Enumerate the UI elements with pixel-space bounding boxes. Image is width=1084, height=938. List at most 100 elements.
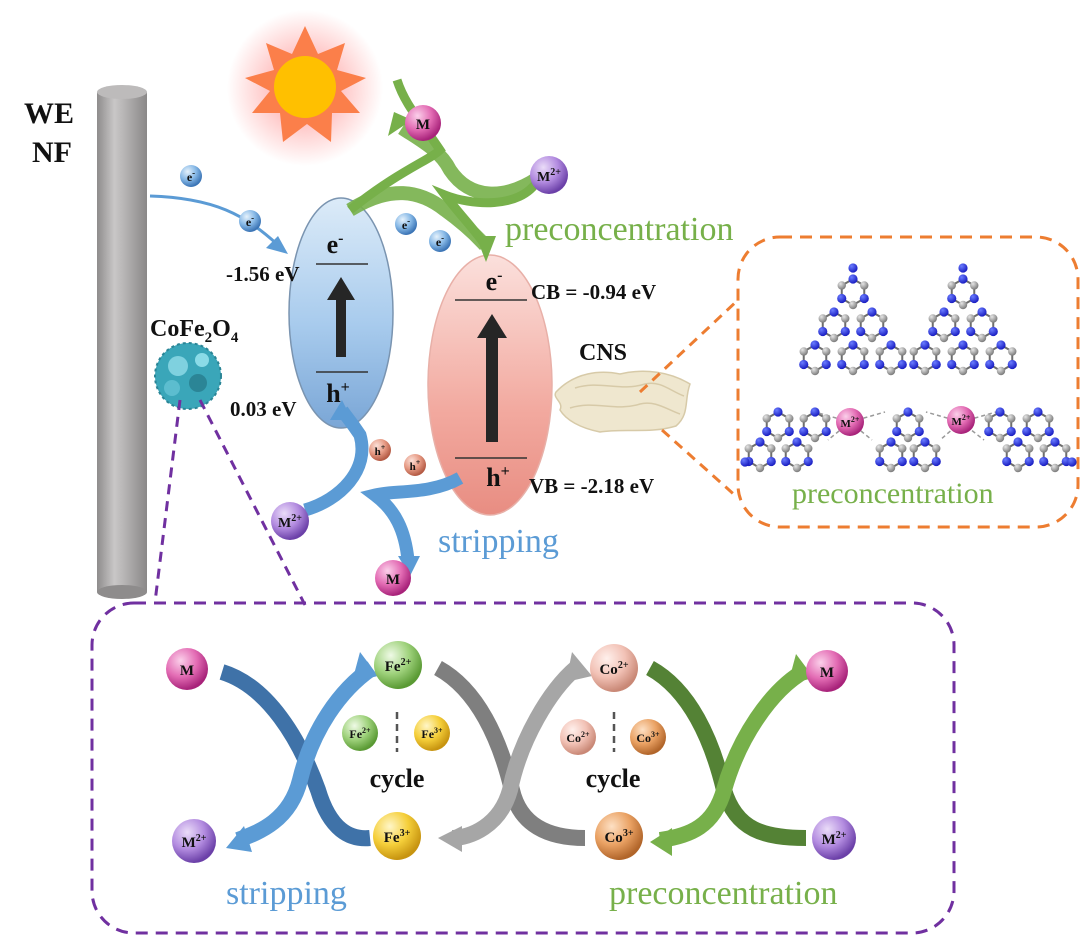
molecule-carbon-atom xyxy=(932,347,941,356)
cns-zoom-line-1 xyxy=(638,298,740,394)
sun-icon xyxy=(227,10,383,166)
molecule-carbon-atom xyxy=(875,444,884,453)
co3-ball: Co3+ xyxy=(595,812,643,860)
svg-text:Co3+: Co3+ xyxy=(604,828,633,846)
molecule-nitrogen-atom xyxy=(920,340,930,350)
molecule-carbon-atom xyxy=(841,314,850,323)
molecule-carbon-atom xyxy=(799,414,808,423)
gcn-molecule xyxy=(740,263,1077,473)
molecule-amine-atom xyxy=(1067,457,1077,467)
molecule-carbon-atom xyxy=(920,366,930,376)
molecule-nitrogen-atom xyxy=(762,426,772,437)
molecule-nitrogen-atom xyxy=(1007,359,1017,370)
molecule-carbon-atom xyxy=(947,281,956,290)
fe2-ball: Fe2+ xyxy=(374,641,422,689)
molecule-nitrogen-atom xyxy=(1013,437,1023,447)
ion-ball-mid: M2+ xyxy=(271,502,309,540)
molecule-carbon-atom xyxy=(804,444,813,453)
molecule-nitrogen-atom xyxy=(799,359,809,370)
molecule-nitrogen-atom xyxy=(914,426,924,437)
molecule-carbon-atom xyxy=(1045,414,1054,423)
molecule-carbon-atom xyxy=(744,444,753,453)
molecule-nitrogen-atom xyxy=(755,437,765,447)
molecule-nitrogen-atom xyxy=(837,293,847,304)
molecule-nitrogen-atom xyxy=(966,326,976,337)
molecule-nitrogen-atom xyxy=(766,456,776,467)
co2-small-ball: Co2+ xyxy=(560,719,596,755)
molecule-nitrogen-atom xyxy=(1033,407,1043,417)
molecule-carbon-atom xyxy=(958,366,968,376)
molecule-carbon-atom xyxy=(1033,433,1043,443)
molecule-nitrogen-atom xyxy=(909,456,919,467)
metal-ball-mid: M xyxy=(375,560,411,596)
molecule-amine-atom xyxy=(848,263,858,273)
molecule-coordination-bond xyxy=(960,421,985,441)
bottom-ion-ball-left: M2+ xyxy=(172,819,216,863)
molecule-nitrogen-atom xyxy=(931,456,941,467)
molecule-carbon-atom xyxy=(837,281,846,290)
molecule-carbon-atom xyxy=(995,433,1005,443)
svg-text:M2+: M2+ xyxy=(182,833,207,851)
molecule-nitrogen-atom xyxy=(977,307,987,317)
molecule-nitrogen-atom xyxy=(1022,426,1032,437)
svg-text:M2+: M2+ xyxy=(537,167,561,185)
molecule-nitrogen-atom xyxy=(1006,426,1016,437)
molecule-carbon-atom xyxy=(792,463,802,473)
cofe2o4-hole-label: h+ xyxy=(326,379,350,408)
molecule-amine-atom xyxy=(740,457,750,467)
co2-ball: Co2+ xyxy=(590,644,638,692)
electrode-rod xyxy=(97,85,147,599)
molecule-nitrogen-atom xyxy=(950,326,960,337)
cns-vb-value: VB = -2.18 eV xyxy=(529,474,654,498)
svg-text:Fe3+: Fe3+ xyxy=(384,828,411,846)
svg-text:M2+: M2+ xyxy=(278,513,302,531)
molecule-carbon-atom xyxy=(892,414,901,423)
molecule-nitrogen-atom xyxy=(1002,456,1012,467)
cofe-zoom-line-2 xyxy=(198,399,307,606)
svg-text:Co2+: Co2+ xyxy=(566,730,590,745)
molecule-nitrogen-atom xyxy=(792,437,802,447)
molecule-nitrogen-atom xyxy=(984,426,994,437)
bottom-metal-ball-right: M xyxy=(806,650,848,692)
molecule-nitrogen-atom xyxy=(897,359,907,370)
molecule-nitrogen-atom xyxy=(781,456,791,467)
molecule-carbon-atom xyxy=(837,347,846,356)
electron-ball-3: e- xyxy=(395,213,417,235)
svg-text:Fe3+: Fe3+ xyxy=(421,726,443,741)
stripping-label-top: stripping xyxy=(438,523,559,560)
molecule-nitrogen-atom xyxy=(920,437,930,447)
molecule-carbon-atom xyxy=(966,314,975,323)
molecule-nitrogen-atom xyxy=(875,456,885,467)
molecule-nitrogen-atom xyxy=(1044,426,1054,437)
molecule-carbon-atom xyxy=(970,347,979,356)
molecule-nitrogen-atom xyxy=(859,359,869,370)
molecule-carbon-atom xyxy=(818,314,827,323)
cns-cb-value: CB = -0.94 eV xyxy=(531,280,656,304)
preconcentration-label-box: preconcentration xyxy=(792,477,994,510)
molecule-carbon-atom xyxy=(970,281,979,290)
molecule-metal-ion-1: M2+ xyxy=(836,408,864,436)
molecule-nitrogen-atom xyxy=(931,359,941,370)
cns-sheet-icon xyxy=(554,370,691,433)
molecule-nitrogen-atom xyxy=(958,274,968,284)
molecule-carbon-atom xyxy=(822,414,831,423)
molecule-carbon-atom xyxy=(1025,444,1034,453)
molecule-nitrogen-atom xyxy=(886,340,896,350)
molecule-carbon-atom xyxy=(755,463,765,473)
molecule-carbon-atom xyxy=(875,347,884,356)
electron-ball-1: e- xyxy=(180,165,202,187)
molecule-nitrogen-atom xyxy=(818,326,828,337)
cofe2o4-particle-icon xyxy=(154,342,222,410)
molecule-coordination-bond xyxy=(849,411,886,423)
molecule-carbon-atom xyxy=(879,314,888,323)
molecule-carbon-atom xyxy=(1062,444,1071,453)
molecule-nitrogen-atom xyxy=(859,293,869,304)
molecule-nitrogen-atom xyxy=(773,407,783,417)
molecule-metal-ion-2: M2+ xyxy=(947,406,975,434)
svg-text:Co2+: Co2+ xyxy=(599,660,628,678)
molecule-carbon-atom xyxy=(773,433,783,443)
bottom-metal-ball-left: M xyxy=(166,648,208,690)
molecule-carbon-atom xyxy=(1002,444,1011,453)
fe-cycle-label: cycle xyxy=(370,764,425,793)
svg-text:M2+: M2+ xyxy=(822,830,847,848)
